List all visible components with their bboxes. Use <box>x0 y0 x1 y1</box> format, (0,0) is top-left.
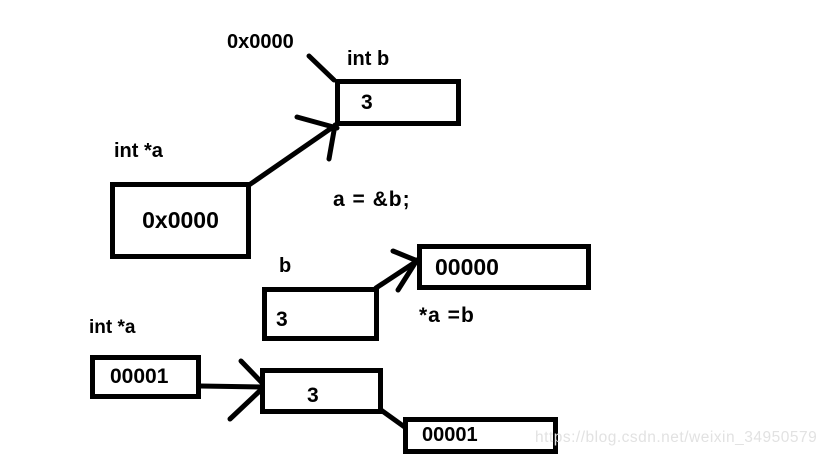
arrow-a-points-to-b-icon <box>246 114 340 188</box>
b-variable-box-step2: 3 <box>262 287 379 341</box>
address-to-box-line <box>306 53 337 83</box>
int-pointer-a-label-step3: int *a <box>89 317 136 338</box>
b-variable-value-step3: 3 <box>307 384 319 407</box>
b-variable-value-step2: 3 <box>276 308 288 331</box>
site-watermark: https://blog.csdn.net/weixin_34950579 <box>535 429 818 446</box>
b-variable-box: 3 <box>335 79 461 126</box>
b-variable-box-step3: 3 <box>260 368 383 414</box>
deref-target-value-step2: 00000 <box>435 253 499 280</box>
pointer-a-value: 0x0000 <box>142 207 219 233</box>
int-b-label: int b <box>347 48 390 70</box>
deref-target-box-step2: 00000 <box>417 244 591 290</box>
assignment-statement: a = &b; <box>333 188 411 211</box>
pointer-a-box-step3: 00001 <box>90 355 201 399</box>
b-variable-value: 3 <box>361 90 373 114</box>
deref-target-value-step3: 00001 <box>422 424 478 446</box>
deref-target-box-step3: 00001 <box>403 417 558 454</box>
pointer-a-box: 0x0000 <box>110 182 251 259</box>
b-label-step2: b <box>279 255 292 277</box>
address-label: 0x0000 <box>227 31 294 53</box>
arrow-b-to-deref-box-icon <box>373 248 423 293</box>
deref-statement: *a =b <box>419 304 475 327</box>
pointer-a-value-step3: 00001 <box>110 365 169 388</box>
arrow-a-points-to-b-step3-icon <box>197 358 270 422</box>
int-pointer-a-label: int *a <box>114 140 163 162</box>
